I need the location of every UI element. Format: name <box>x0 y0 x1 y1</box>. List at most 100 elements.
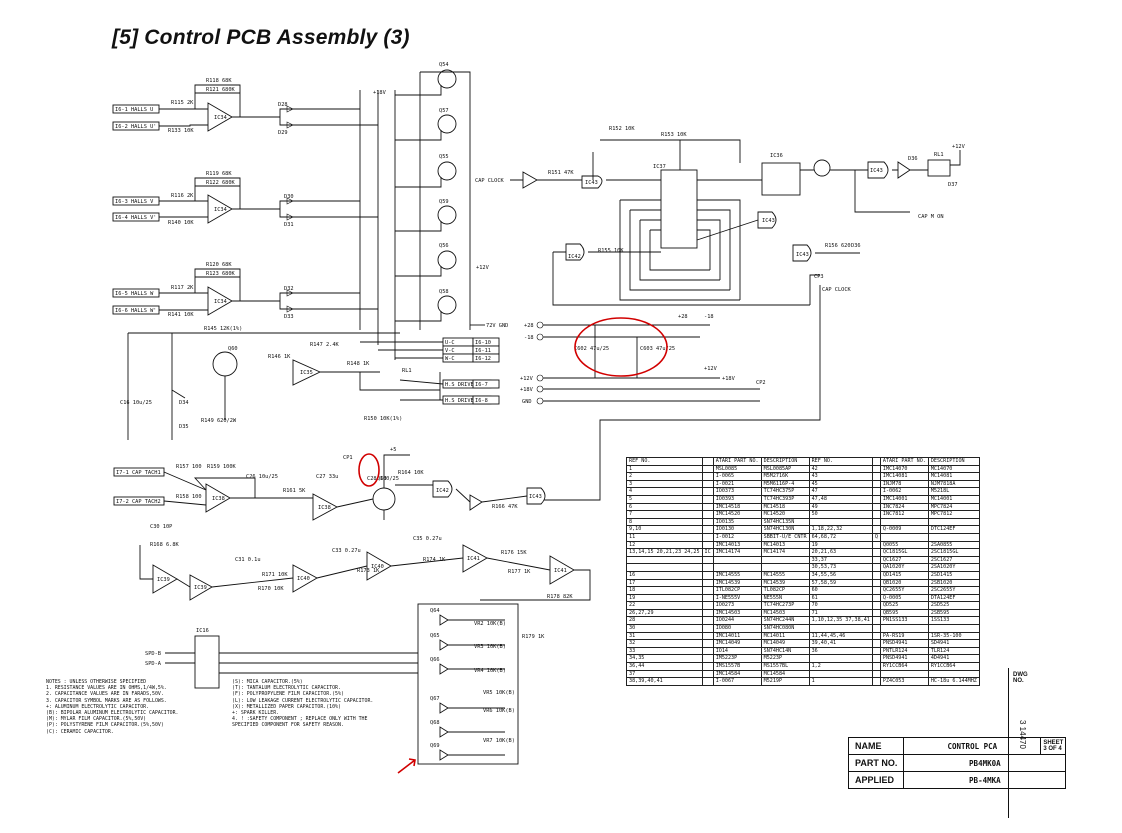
svg-text:W-C: W-C <box>445 356 455 362</box>
svg-text:IC16: IC16 <box>196 628 209 634</box>
svg-text:R123 680K: R123 680K <box>206 271 236 277</box>
hs-drive-section: IC35 Q60 R145 12K(1%) R147 2.4K R146 1K … <box>120 326 500 440</box>
table-cell: DTA124EF <box>927 593 980 603</box>
svg-text:R179 1K: R179 1K <box>522 634 545 640</box>
table-cell: Q-0005 <box>879 593 929 603</box>
svg-text:Q58: Q58 <box>439 289 449 295</box>
notes-right: (S): MICA CAPACITOR.(5%)(T): TANTALUM EL… <box>232 679 373 729</box>
svg-text:+18V: +18V <box>520 387 534 393</box>
note-line: +: ALUMINUM ELECTROLYTIC CAPACITOR. <box>46 703 150 710</box>
col-blank <box>701 457 714 466</box>
table-cell: 11 <box>626 532 703 542</box>
note-line: (P): POLYSTYRENE FILM CAPACITOR.(5%,50V) <box>46 722 164 729</box>
svg-text:VR2 10K(B): VR2 10K(B) <box>474 621 506 627</box>
table-cell: QD525 <box>879 601 929 610</box>
svg-text:CP1: CP1 <box>343 455 353 461</box>
col-ref-no: REF NO. <box>626 457 703 466</box>
table-cell <box>871 479 881 489</box>
table-cell: 17 <box>626 578 703 588</box>
table-cell <box>626 555 703 565</box>
svg-text:VR3 10K(B): VR3 10K(B) <box>474 644 506 650</box>
table-cell: IO0273 <box>712 601 762 610</box>
table-cell <box>701 646 714 656</box>
table-cell: 39,40,41 <box>808 639 873 648</box>
table-cell: MC14001 <box>927 494 980 504</box>
table-cell <box>701 472 714 481</box>
svg-text:-18: -18 <box>704 314 714 320</box>
table-cell <box>871 677 881 686</box>
table-cell <box>927 624 980 633</box>
table-cell <box>701 654 714 664</box>
table-cell: 20,21,63 <box>808 548 873 557</box>
table-cell <box>701 570 714 580</box>
table-cell: 36 <box>808 646 873 656</box>
svg-text:IC42: IC42 <box>436 488 449 494</box>
svg-text:+18V: +18V <box>722 376 736 382</box>
note-line: (F): POLYPROPYLENE FILM CAPACITOR.(5%) <box>232 691 344 698</box>
table-cell <box>927 669 980 679</box>
table-cell: 2SB1020 <box>927 578 980 588</box>
table-cell <box>871 570 881 580</box>
svg-text:R122 680K: R122 680K <box>206 180 236 186</box>
table-cell: RY1CCB64 <box>927 662 980 671</box>
table-cell: I-0062 <box>879 487 929 496</box>
table-cell: IMC14555 <box>712 570 762 580</box>
svg-text:C603 47u/25: C603 47u/25 <box>640 346 675 352</box>
table-cell <box>701 510 714 519</box>
label-halls-u: I6-1 HALLS U <box>115 107 153 113</box>
table-cell: 8 <box>626 517 703 527</box>
table-cell: IO0130 <box>712 525 762 534</box>
table-cell <box>808 624 873 633</box>
svg-text:R170 10K: R170 10K <box>258 586 284 592</box>
table-cell: IO0373 <box>712 487 762 496</box>
note-line: NOTES : UNLESS OTHERWISE SPECIFIED <box>46 679 147 685</box>
table-cell <box>808 517 873 527</box>
svg-text:R178 82K: R178 82K <box>547 594 573 600</box>
svg-text:+12V: +12V <box>520 376 534 382</box>
table-cell: IC <box>701 548 714 557</box>
table-cell: 2SC1627 <box>927 555 980 565</box>
table-cell: 1,2 <box>808 662 873 671</box>
ic37-label: IC37 <box>653 164 666 170</box>
svg-text:Q69: Q69 <box>430 743 440 749</box>
table-cell: 9,10 <box>626 525 703 534</box>
svg-text:D31: D31 <box>284 222 294 228</box>
table-cell: IMC14503 <box>712 608 762 618</box>
svg-text:C33 0.27u: C33 0.27u <box>332 548 361 554</box>
table-cell: IO0244 <box>712 616 762 626</box>
svg-text:D36: D36 <box>908 156 918 162</box>
note-line: 3. CAPACITOR SYMBOL MARKS ARE AS FOLLOWS… <box>46 697 167 704</box>
label-72v-gnd: 72V GND <box>486 323 508 329</box>
ic34-b-label: IC34 <box>214 207 227 213</box>
svg-text:IC43: IC43 <box>585 180 598 186</box>
svg-text:CAP CLOCK: CAP CLOCK <box>822 287 852 293</box>
svg-text:IC41: IC41 <box>467 556 480 562</box>
table-cell: MC14174 <box>760 548 810 557</box>
svg-text:R133 10K: R133 10K <box>168 128 194 134</box>
table-cell: 34,55,56 <box>808 570 873 580</box>
table-cell <box>701 578 714 588</box>
ic34-c-label: IC34 <box>214 299 227 305</box>
svg-text:R121 680K: R121 680K <box>206 87 236 93</box>
table-cell: 30,53,73 <box>808 563 873 572</box>
table-cell: 61 <box>808 593 873 603</box>
table-cell <box>871 616 881 626</box>
table-cell: MPC7824 <box>927 502 980 512</box>
svg-text:R157 100: R157 100 <box>176 464 202 470</box>
table-cell: IMC14049 <box>712 639 762 648</box>
table-cell: QB595 <box>879 608 929 618</box>
svg-text:R159 100K: R159 100K <box>207 464 237 470</box>
table-cell: 71 <box>808 608 873 618</box>
red-markup-circle-power <box>574 317 668 377</box>
table-cell: 70 <box>808 601 873 610</box>
table-cell: 32 <box>626 639 703 648</box>
table-cell <box>871 502 881 512</box>
